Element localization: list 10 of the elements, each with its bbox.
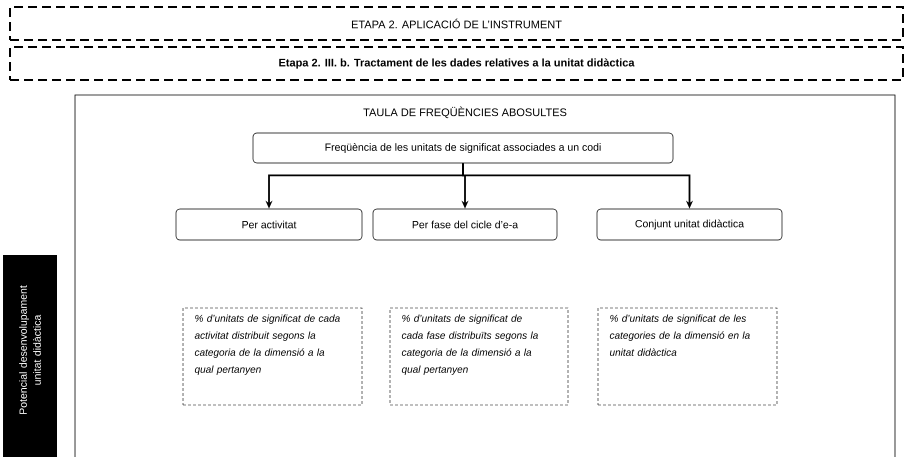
rounded-box: Conjunt unitat didàctica xyxy=(596,208,782,240)
dashed-note-box: % d’unitats de significat de cada fase distribuïts segons la categoria de la dimensió a la qual pertanyen xyxy=(390,308,568,406)
rounded-box: Per activitat xyxy=(176,208,362,240)
dashed-note-box: % d’unitats de significat de cada activitat distribuit segons la categoria de la dimensió a la qual pertanyen xyxy=(182,308,362,406)
side-label-bar: Potencial desenvolupament unitat didàctica xyxy=(3,255,57,457)
dashed-banner: Etapa 2. III. b. Tractament de les dades relatives a la unitat didàctica xyxy=(9,46,904,81)
dashed-banner: ETAPA 2. APLICACIÓ DE L’INSTRUMENT xyxy=(9,6,904,41)
dashed-note-box: % d’unitats de significat de les categories de la dimensió en la unitat didàctica xyxy=(598,308,778,406)
rounded-box: Per fase del cicle d’e-a xyxy=(372,208,558,240)
rounded-box: Freqüència de les unitats de significat associades a un codi xyxy=(252,132,674,164)
